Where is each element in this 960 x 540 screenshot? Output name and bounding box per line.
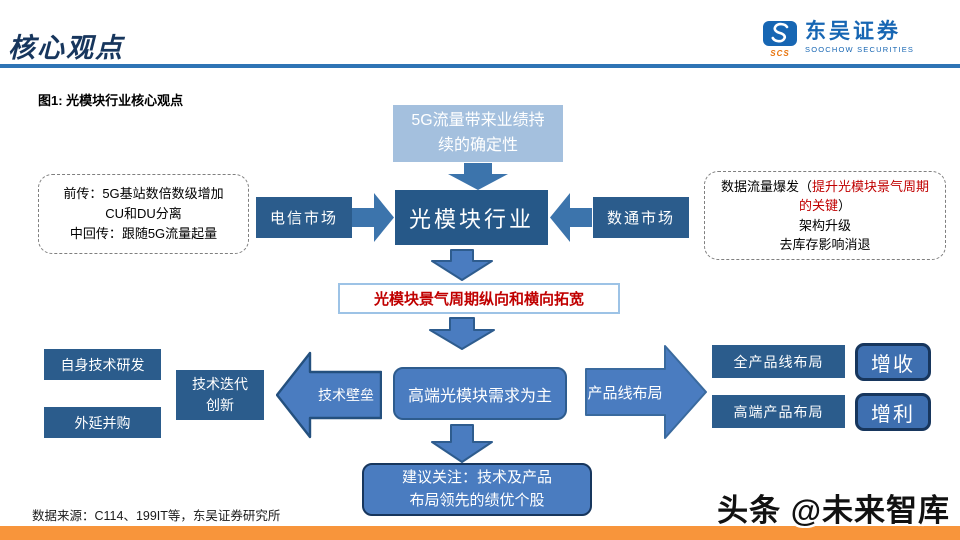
arrow-down-icon	[448, 163, 508, 195]
note-line: 中回传：跟随5G流量起量	[69, 226, 218, 242]
note-line: 架构升级	[798, 217, 851, 233]
title-underline-rule	[0, 64, 960, 68]
figure-caption: 图1: 光模块行业核心观点	[38, 93, 184, 108]
node-tech-iteration: 技术迭代创新	[176, 370, 264, 420]
node-boom-cycle-expansion: 光模块景气周期纵向和横向拓宽	[338, 283, 620, 314]
node-mna: 外延并购	[44, 407, 161, 438]
node-profit-up: 增利	[855, 393, 931, 431]
logo-brand-name: 东吴证券	[805, 20, 901, 43]
node-self-rd: 自身技术研发	[44, 349, 161, 380]
logo-scs-label: SCS	[770, 49, 790, 58]
soochow-logo-icon	[762, 20, 798, 53]
arrow-left-icon	[550, 193, 592, 247]
arrow-down-icon	[430, 424, 494, 468]
note-datacom-detail: 数据流量爆发（提升光模块景气周期的关键） 架构升级 去库存影响消退	[704, 171, 946, 260]
logo-brand-english: SOOCHOW SECURITIES	[805, 45, 915, 55]
tech-barrier-arrow: 技术壁垒	[275, 351, 383, 439]
node-highend-product: 高端产品布局	[712, 395, 845, 428]
arrow-down-icon	[428, 317, 496, 355]
tech-barrier-label: 技术壁垒	[318, 387, 374, 403]
node-full-product-line: 全产品线布局	[712, 345, 845, 378]
node-datacom-market: 数通市场	[593, 197, 689, 238]
brand-logo: SCS 东吴证券 SOOCHOW SECURITIES	[760, 20, 914, 58]
note-text-black: 数据流量爆发（	[720, 178, 812, 194]
note-line: CU和DU分离	[105, 205, 182, 221]
note-text-black: ）	[838, 198, 852, 213]
page-title: 核心观点	[8, 33, 124, 63]
note-telecom-detail: 前传：5G基站数倍数级增加 CU和DU分离 中回传：跟随5G流量起量	[38, 174, 249, 254]
node-5g-traffic: 5G流量带来业绩持续的确定性	[393, 105, 563, 162]
logo-text-column: 东吴证券 SOOCHOW SECURITIES	[805, 20, 914, 54]
logo-icon-column: SCS	[760, 20, 800, 58]
block-arrow-left-icon	[275, 351, 383, 439]
block-arrow-right-icon	[585, 345, 707, 439]
note-line: 去库存影响消退	[779, 237, 871, 252]
node-telecom-market: 电信市场	[256, 197, 352, 238]
data-source-note: 数据来源：C114、199IT等，东吴证券研究所	[32, 509, 281, 523]
watermark-text: 头条 @未来智库	[716, 492, 950, 529]
node-revenue-up: 增收	[855, 343, 931, 381]
node-highend-demand: 高端光模块需求为主	[393, 367, 567, 420]
node-investment-advice: 建议关注：技术及产品布局领先的绩优个股	[362, 463, 592, 516]
arrow-down-icon	[430, 249, 494, 286]
bottom-orange-bar	[0, 526, 960, 540]
arrow-right-icon	[352, 193, 394, 247]
node-optical-module-industry: 光模块行业	[395, 190, 548, 245]
product-line-label: 产品线布局	[587, 384, 663, 402]
note-line-mixed: 数据流量爆发（提升光模块景气周期的关键）	[717, 177, 933, 216]
note-line: 前传：5G基站数倍数级增加	[63, 185, 224, 201]
product-line-arrow: 产品线布局	[585, 344, 707, 440]
note-text-red: 提升光模块景气周期的关键	[798, 178, 930, 214]
